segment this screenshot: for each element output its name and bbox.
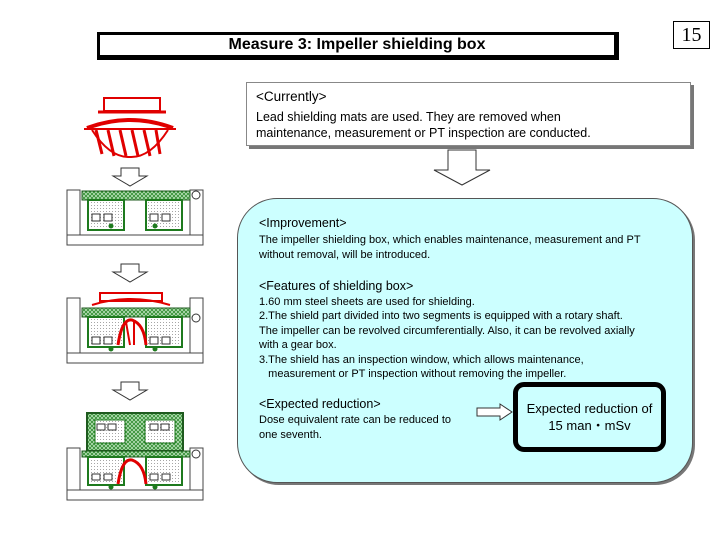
features-line: with a gear box. [259, 339, 337, 351]
improvement-heading: <Improvement> [259, 216, 347, 230]
features-line: 3.The shield has an inspection window, w… [259, 354, 584, 366]
impeller-drawing [84, 97, 176, 159]
down-arrows [111, 149, 491, 401]
improvement-line: without removal, will be introduced. [259, 249, 431, 261]
currently-heading: <Currently> [256, 89, 327, 104]
expected-line: Dose equivalent rate can be reduced to [259, 414, 452, 426]
expected-heading: <Expected reduction> [259, 397, 381, 411]
machine-diagram-1 [66, 189, 204, 246]
result-line: 15 man・mSv [548, 418, 631, 433]
improvement-line: The impeller shielding box, which enable… [259, 234, 641, 246]
features-line: measurement or PT inspection without rem… [259, 368, 567, 380]
features-line: The impeller can be revolved circumferen… [259, 325, 635, 337]
currently-box: <Currently> Lead shielding mats are used… [246, 82, 691, 146]
features-line: 2.The shield part divided into two segme… [259, 310, 623, 322]
currently-line: Lead shielding mats are used. They are r… [256, 110, 561, 124]
expected-line: one seventh. [259, 429, 322, 441]
right-arrow-icon [476, 403, 513, 421]
result-line: Expected reduction of [526, 401, 653, 416]
page-title: Measure 3: Impeller shielding box [228, 36, 486, 53]
machine-diagram-2 [66, 292, 204, 364]
features-line: 1.60 mm steel sheets are used for shield… [259, 296, 475, 308]
page-number: 15 [673, 21, 710, 49]
machine-diagram-3 [66, 412, 204, 501]
title-box: Measure 3: Impeller shielding box [97, 32, 619, 60]
expected-result-box: Expected reduction of 15 man・mSv [513, 382, 666, 452]
features-heading: <Features of shielding box> [259, 279, 414, 293]
currently-line: maintenance, measurement or PT inspectio… [256, 126, 591, 140]
